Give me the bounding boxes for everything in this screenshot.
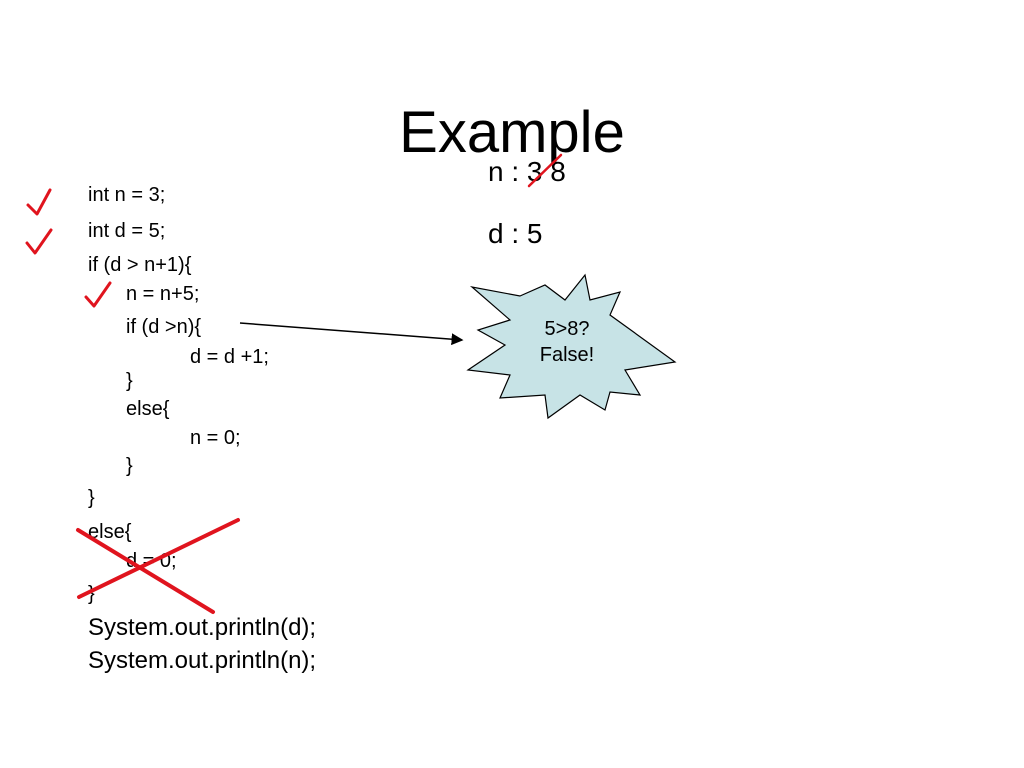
check-mark-icon <box>84 281 112 308</box>
callout-text: 5>8? False! <box>520 316 614 368</box>
code-line: n = n+5; <box>126 283 200 305</box>
code-line: d = d +1; <box>190 346 269 368</box>
code-line: else{ <box>126 398 170 420</box>
check-mark-icon <box>25 228 53 255</box>
code-line: n = 0; <box>190 427 241 449</box>
code-line: else{ <box>88 521 132 543</box>
code-line: } <box>126 455 133 477</box>
code-line: d = 0; <box>126 550 177 572</box>
code-line: } <box>88 487 95 509</box>
variable-n-old-value: 3 <box>526 156 543 187</box>
variable-d: d : 5 <box>488 218 543 249</box>
variable-n-label: n : <box>488 156 527 187</box>
code-line: int d = 5; <box>88 220 166 242</box>
code-line: if (d >n){ <box>126 316 202 338</box>
check-mark-icon <box>26 188 52 216</box>
code-line: int n = 3; <box>88 184 166 206</box>
callout-line: False! <box>539 344 595 366</box>
code-line: } <box>126 370 133 392</box>
callout-line: 5>8? <box>544 318 590 340</box>
code-line: if (d > n+1){ <box>88 254 192 276</box>
callout-arrow <box>239 322 464 346</box>
slide-title: Example <box>399 100 625 165</box>
code-line: } <box>88 583 95 605</box>
variable-n-new-value: 8 <box>550 156 566 187</box>
variable-n: n : 3 8 <box>488 156 566 188</box>
code-line: System.out.println(n); <box>88 647 317 674</box>
code-line: System.out.println(d); <box>88 614 317 641</box>
